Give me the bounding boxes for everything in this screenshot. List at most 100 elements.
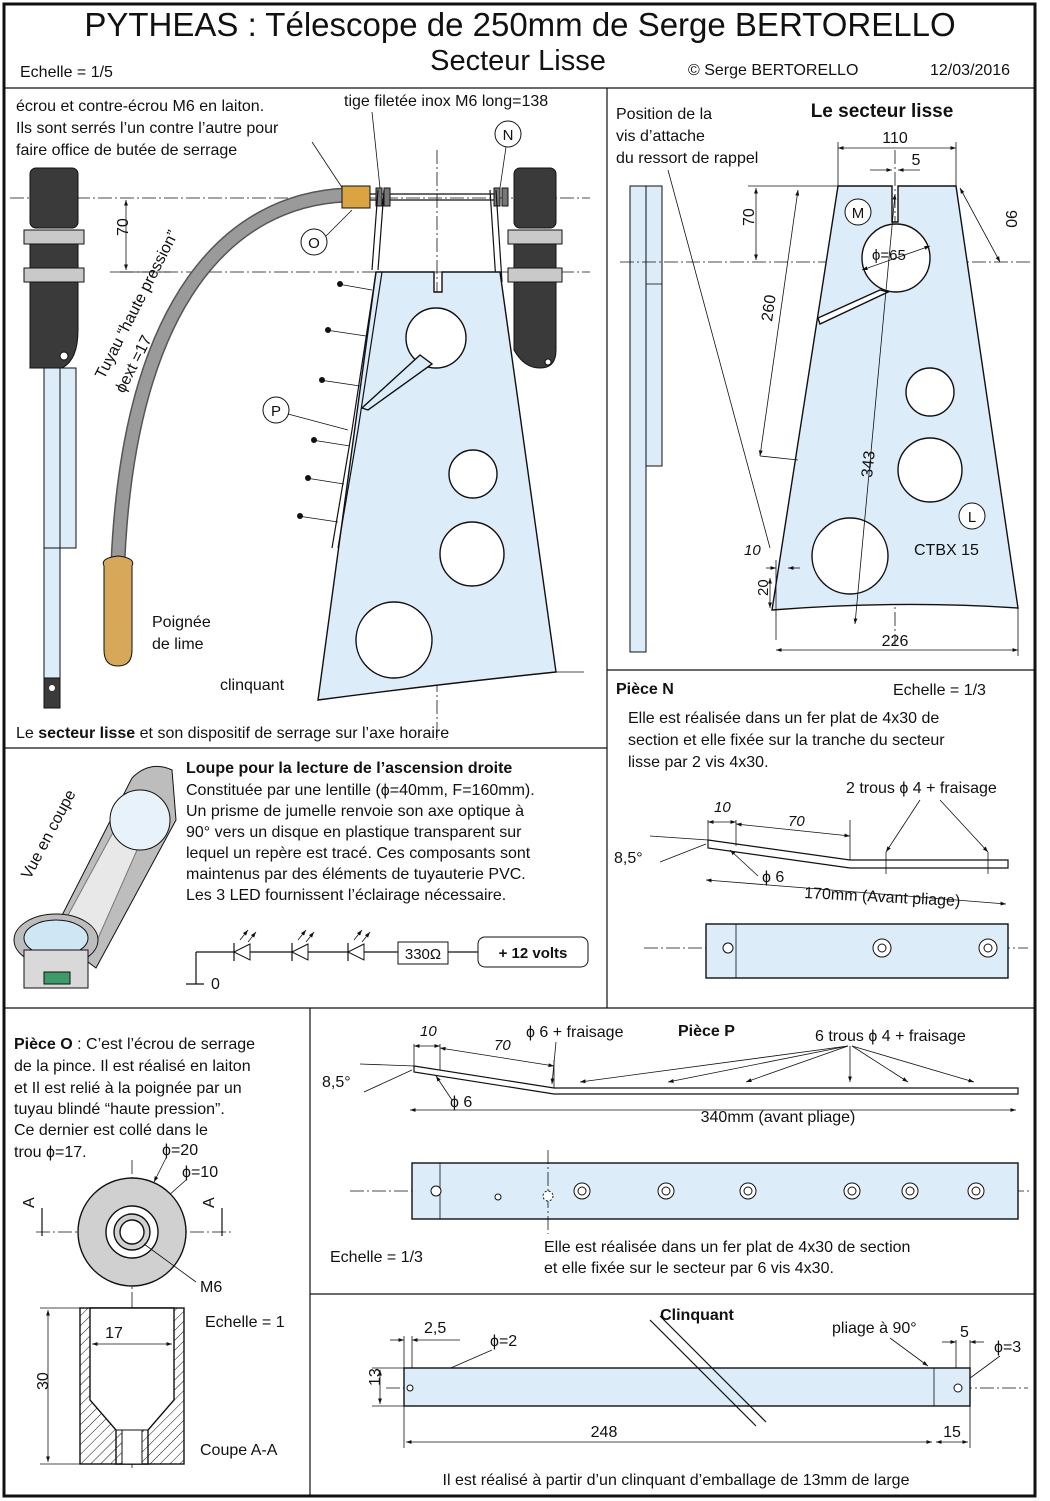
clinquant-title: Clinquant (660, 1307, 734, 1324)
resistor (397, 941, 449, 965)
piece-o-desc-4: tuyau blindé “haute pression”. (14, 1101, 225, 1118)
dim-17: 17 (105, 1325, 123, 1342)
section-mark-left: A (21, 1197, 38, 1208)
nut-note-line2: Ils sont serrés l’un contre l’autre pour (16, 120, 279, 137)
sector-title: Le secteur lisse (811, 101, 954, 122)
clinquant-label: clinquant (220, 677, 285, 694)
dim-110: 110 (882, 130, 908, 147)
piece-n-desc-2: section et elle fixée sur la tranche du … (628, 732, 945, 749)
loupe-title: Loupe pour la lecture de l’ascension dro… (186, 760, 512, 777)
clinquant-d248: 248 (591, 1424, 618, 1441)
piece-o-view: Pièce O : C’est l’écrou de serrage de la… (14, 1036, 285, 1470)
clinquant-phi3: ϕ=3 (994, 1339, 1021, 1356)
phi20-label: ϕ=20 (162, 1142, 198, 1159)
loupe-illustration (13, 765, 177, 989)
loupe-line-2: Un prisme de jumelle renvoie son axe opt… (186, 803, 524, 820)
dim-260: 260 (759, 294, 780, 323)
assembly-view: écrou et contre-écrou M6 en laiton. Ils … (10, 93, 590, 742)
callout-o-label: O (308, 235, 320, 252)
assembly-caption: Le secteur lisse et son dispositif de se… (16, 725, 449, 742)
section-mark-right: A (201, 1197, 218, 1208)
spring-note-2: vis d’attache (616, 128, 705, 145)
phi10-label: ϕ=10 (182, 1164, 218, 1181)
clinquant-d25: 2,5 (424, 1320, 446, 1337)
callout-l-label: L (968, 509, 976, 526)
callout-m-label: M (852, 205, 865, 222)
callout-n-label: N (503, 127, 514, 144)
piece-o-desc-2: de la pince. Il est réalisé en laiton (14, 1058, 251, 1075)
sheet-subtitle: Secteur Lisse (430, 45, 606, 77)
callout-l (958, 502, 986, 530)
piece-p-phi6: ϕ 6 (450, 1094, 472, 1111)
piece-p-angle: 8,5° (322, 1074, 351, 1091)
piece-n-length: 170mm (Avant pliage) (804, 885, 961, 910)
piece-n-dim-10: 10 (714, 799, 731, 816)
piece-n-angle: 8,5° (614, 850, 643, 867)
led-circuit: 330Ω + 12 volts 0 (186, 929, 589, 993)
sector-plate (317, 271, 557, 701)
piece-p-title: Pièce P (678, 1023, 735, 1040)
supply-label: + 12 volts (499, 945, 568, 962)
clinquant-d13: 13 (367, 1368, 384, 1386)
dim-90: 90 (1002, 210, 1019, 228)
nut-note-line1: écrou et contre-écrou M6 en laiton. (16, 98, 264, 115)
sector-detail-view: Position de la vis d’attache du ressort … (616, 101, 1030, 656)
clinquant-phi2: ϕ=2 (490, 1333, 517, 1350)
handle-label-1: Poignée (152, 614, 211, 631)
piece-p-dim-10: 10 (420, 1023, 437, 1040)
piece-n-view: Pièce N Echelle = 1/3 Elle est réalisée … (614, 681, 1028, 979)
piece-p-hole-leaders (579, 1045, 975, 1084)
piece-p-desc-1: Elle est réalisée dans un fer plat de 4x… (544, 1239, 910, 1256)
callout-p-label: P (271, 403, 281, 420)
sheet-scale: Echelle = 1/5 (20, 64, 113, 81)
vue-en-coupe-label: Vue en coupe (19, 787, 80, 882)
dim-70: 70 (741, 208, 758, 226)
loupe-line-3: 90° vers un disque en plastique transpar… (186, 824, 522, 841)
piece-n-phi6: ϕ 6 (762, 869, 784, 886)
sheet-copyright: © Serge BERTORELLO (688, 62, 858, 79)
piece-o-desc-3: et Il est relié à la poignée par un (14, 1080, 242, 1097)
ctbx-label: CTBX 15 (914, 542, 979, 559)
piece-p-holes-top (573, 1182, 985, 1200)
assembly-dim-70: 70 (115, 218, 132, 236)
callout-n (494, 120, 522, 148)
title-block: PYTHEAS : Télescope de 250mm de Serge BE… (20, 6, 1010, 81)
clinquant-d5: 5 (960, 1324, 969, 1341)
dim-20: 20 (755, 579, 772, 596)
piece-n-desc-1: Elle est réalisée dans un fer plat de 4x… (628, 710, 939, 727)
supply-box (477, 936, 589, 968)
piece-p-length: 340mm (avant pliage) (701, 1109, 856, 1126)
ground-label: 0 (211, 976, 220, 993)
dim-30: 30 (35, 1372, 52, 1390)
piece-p-phi6-fraisage: ϕ 6 + fraisage (526, 1024, 624, 1041)
coupe-aa-label: Coupe A-A (200, 1442, 278, 1459)
right-tube (507, 167, 563, 369)
clinquant-fold: pliage à 90° (832, 1320, 917, 1337)
piece-n-dim-70: 70 (788, 813, 805, 830)
loupe-line-1: Constituée par une lentille (ϕ=40mm, F=1… (186, 782, 535, 799)
piece-n-scale: Echelle = 1/3 (893, 682, 986, 699)
led-2 (290, 929, 315, 961)
sheet-title: PYTHEAS : Télescope de 250mm de Serge BE… (84, 6, 955, 43)
clinquant-desc: Il est réalisé à partir d’un clinquant d… (443, 1472, 910, 1489)
piece-n-title: Pièce N (616, 681, 674, 698)
spring-note-1: Position de la (616, 106, 712, 123)
dim-5: 5 (912, 152, 921, 169)
piece-o-desc-1: Pièce O : C’est l’écrou de serrage (14, 1036, 255, 1053)
sheet-date: 12/03/2016 (930, 62, 1010, 79)
rod-label: tige filetée inox M6 long=138 (344, 93, 548, 110)
led-3 (346, 929, 371, 961)
file-handle (102, 555, 134, 667)
loupe-line-4: lequel un repère est tracé. Ces composan… (186, 845, 531, 862)
loupe-line-6: Les 3 LED fournissent l’éclairage nécess… (186, 887, 506, 904)
piece-n-holes: 2 trous ϕ 4 + fraisage (846, 780, 997, 797)
brass-nut-o (341, 185, 371, 209)
callout-p (262, 396, 290, 424)
piece-p-view: Pièce P ϕ 6 + fraisage 6 trous ϕ 4 + fra… (322, 1023, 1030, 1277)
dim-226: 226 (882, 633, 909, 650)
screws (297, 281, 373, 523)
clinquant-d15: 15 (943, 1424, 961, 1441)
piece-p-holes: 6 trous ϕ 4 + fraisage (815, 1028, 966, 1045)
